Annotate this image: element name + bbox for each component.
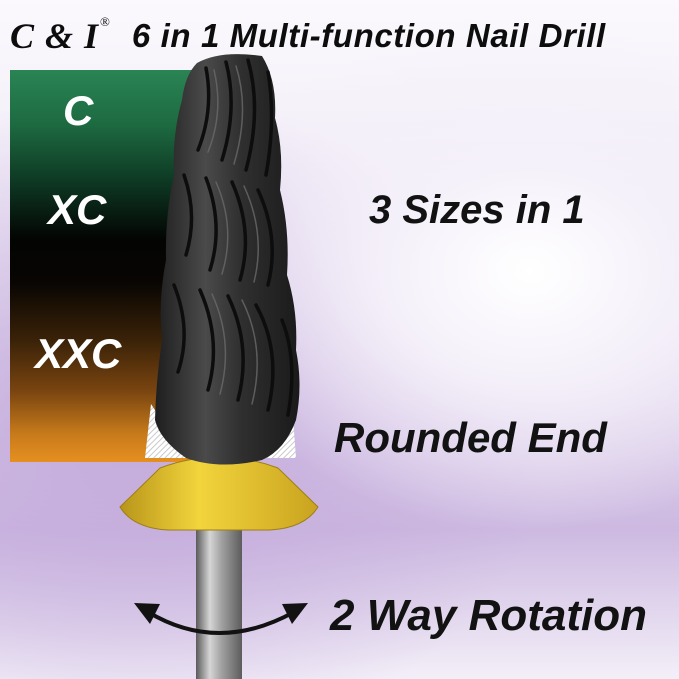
product-title: 6 in 1 Multi-function Nail Drill bbox=[131, 17, 606, 54]
bit-collar bbox=[119, 456, 319, 531]
grit-label-xc: XC bbox=[48, 186, 107, 233]
bit-shaft bbox=[196, 510, 242, 679]
header: C & I ® 6 in 1 Multi-function Nail Drill bbox=[10, 14, 606, 58]
grit-label-c: C bbox=[63, 87, 94, 134]
curved-double-arrow-icon bbox=[134, 603, 308, 635]
registered-mark: ® bbox=[100, 14, 110, 29]
rounded-end-caption: Rounded End bbox=[334, 414, 607, 461]
bit-highlights bbox=[207, 65, 259, 405]
bit-flutes bbox=[172, 58, 294, 417]
rotation-caption: 2 Way Rotation bbox=[330, 591, 648, 640]
bit-head bbox=[155, 54, 300, 465]
sizes-caption: 3 Sizes in 1 bbox=[369, 188, 585, 232]
brand-logo: C & I bbox=[10, 16, 100, 56]
grit-label-xxc: XXC bbox=[35, 330, 122, 377]
